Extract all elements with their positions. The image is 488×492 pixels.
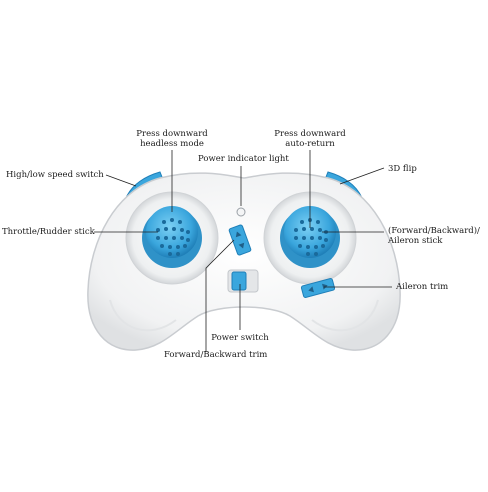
leader-lines: [94, 150, 392, 352]
power-switch: [227, 269, 259, 293]
right-stick: [280, 206, 340, 268]
power-indicator-label: Power indicator light: [198, 154, 289, 164]
headless-mode-label: Press downward headless mode: [136, 129, 208, 149]
forward-backward-trim: [228, 224, 252, 256]
left-stick: [142, 206, 202, 268]
power-switch-label: Power switch: [211, 333, 269, 343]
aileron-trim-label: Aileron trim: [396, 282, 449, 292]
aileron-stick-label: (Forward/Backward)/ Aileron stick: [388, 226, 480, 246]
flip-3d-label: 3D flip: [388, 164, 417, 174]
forward-backward-trim-label: Forward/Backward trim: [164, 350, 268, 360]
aileron-trim: [300, 278, 336, 298]
auto-return-label: Press downward auto-return: [274, 129, 346, 149]
speed-switch-label: High/low speed switch: [6, 170, 104, 180]
power-indicator-light: [236, 207, 246, 217]
throttle-rudder-label: Throttle/Rudder stick: [2, 227, 95, 237]
